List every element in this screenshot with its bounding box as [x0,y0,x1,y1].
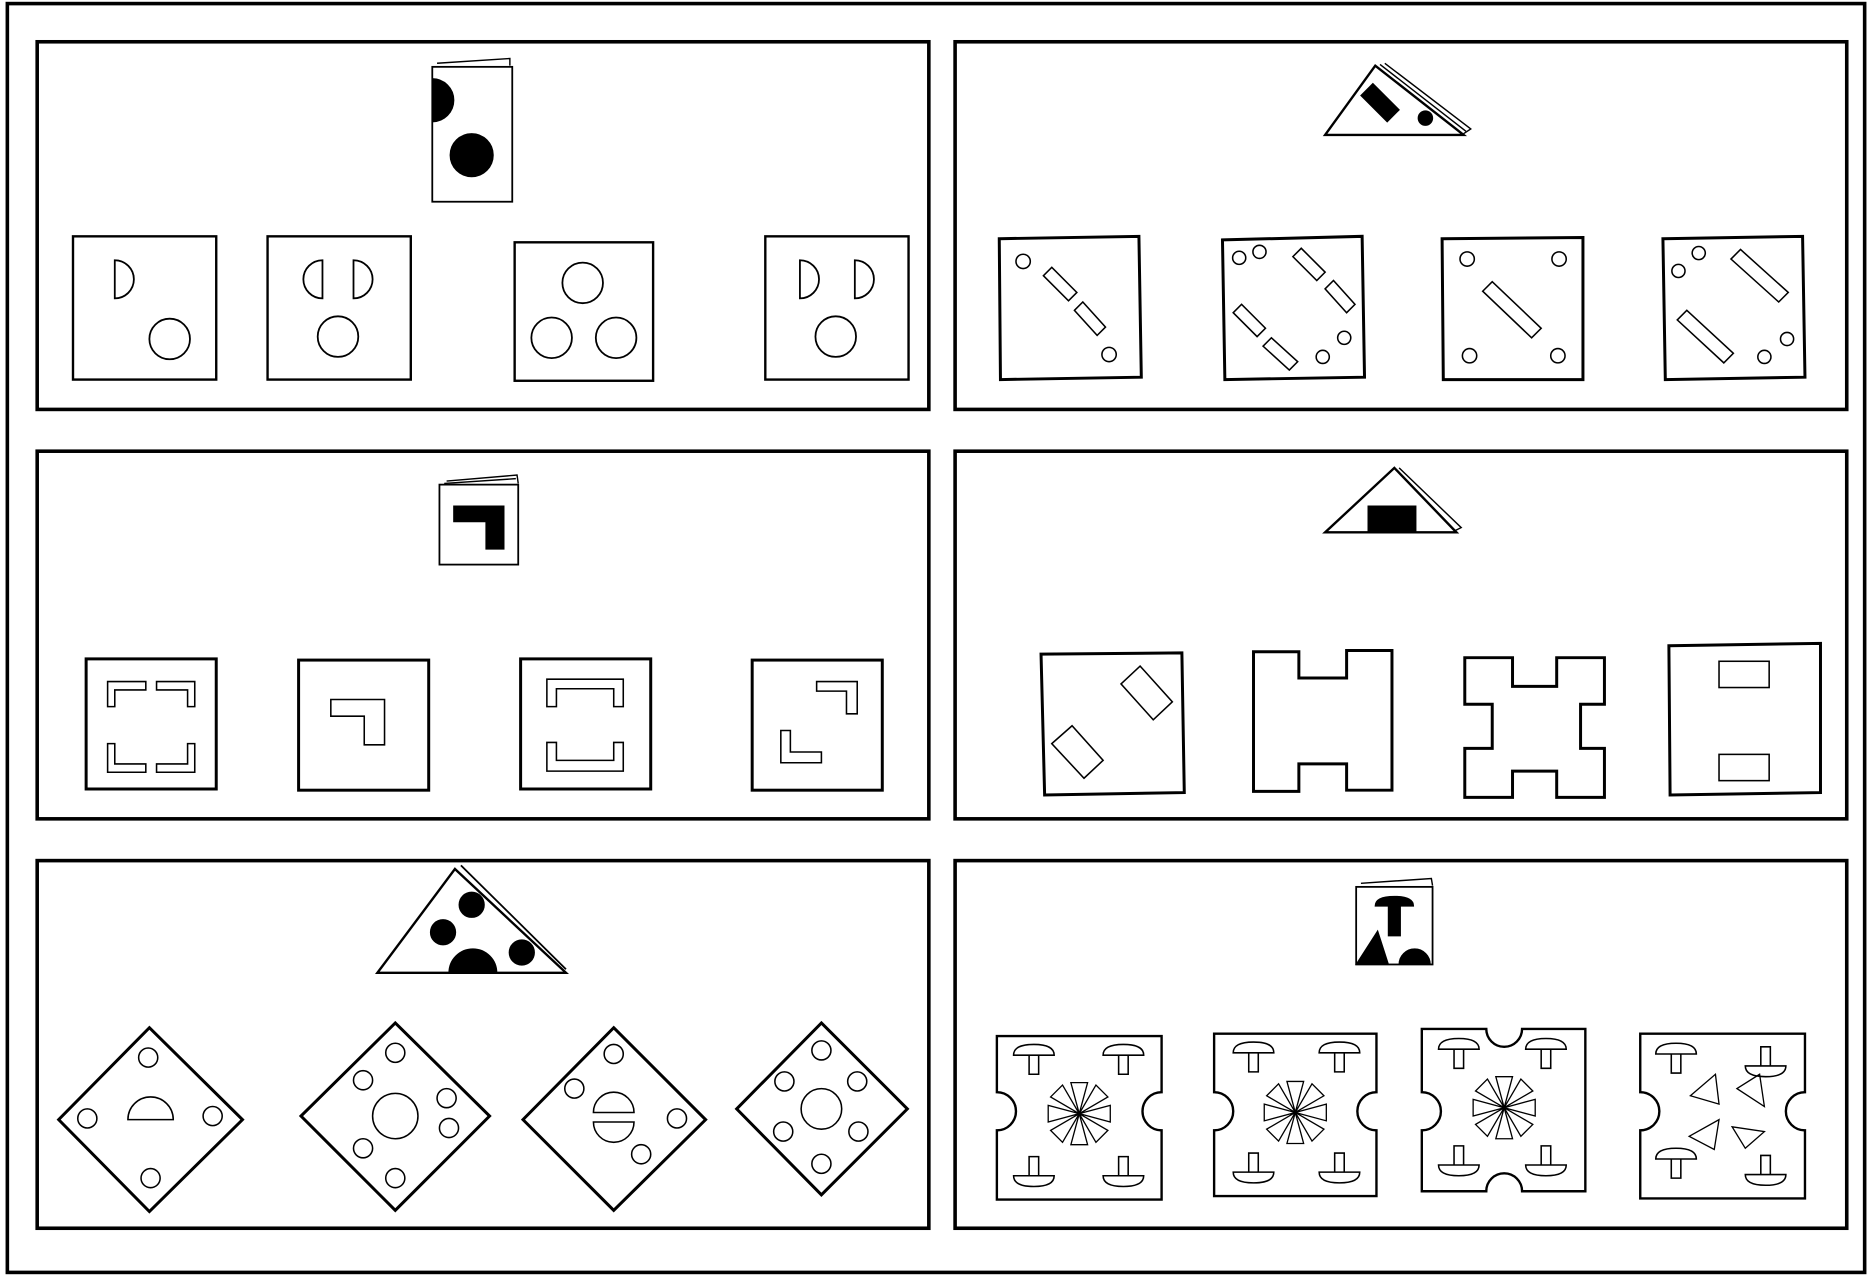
option-d[interactable] [1663,236,1805,379]
option-b[interactable] [268,236,411,379]
circle-punch [450,134,493,177]
mushroom-punch [1375,896,1413,935]
folded-paper-figure [1325,63,1471,135]
panel-frame [37,42,929,410]
puzzle-panel-3 [37,451,929,819]
option-a[interactable] [997,1036,1162,1200]
option-c[interactable] [515,242,653,380]
option-b[interactable] [299,660,429,790]
circle-punch [459,892,484,917]
panel-frame [955,42,1847,410]
paper-fold-edge [1361,879,1433,886]
option-d[interactable] [737,1023,908,1195]
corner-punch [454,506,504,549]
option-b[interactable] [301,1023,490,1210]
folded-paper-figure [432,58,512,201]
option-c[interactable] [523,1028,706,1211]
puzzle-panel-6 [955,861,1847,1229]
folded-paper-figure [1356,879,1432,965]
circle-punch [509,940,534,965]
option-b[interactable] [1214,1034,1376,1196]
folded-paper-figure [377,865,566,972]
option-c[interactable] [1442,238,1583,380]
paper-fold-edge [437,58,510,65]
option-a[interactable] [1041,653,1184,795]
option-a[interactable] [999,236,1141,379]
puzzle-panel-4 [955,451,1847,819]
option-a[interactable] [59,1028,243,1212]
triangle-punch [1356,931,1388,964]
folded-paper-figure [439,475,518,565]
half-circle-punch [1399,949,1430,965]
circle-punch [430,920,455,945]
half-circle-punch [449,949,497,973]
option-d[interactable] [752,660,882,790]
option-d[interactable] [765,236,908,379]
folded-paper [439,485,518,565]
puzzle-panel-5 [37,861,929,1229]
option-d[interactable] [1640,1034,1805,1199]
puzzle-panel-2 [955,42,1847,410]
option-d[interactable] [1669,643,1821,795]
bar-punch [1361,84,1399,122]
rectangle-punch [1368,506,1416,532]
puzzle-panel-1 [37,42,929,410]
option-b[interactable] [1222,236,1364,379]
folded-paper-figure [1325,468,1461,532]
panel-frame [37,861,929,1229]
option-a[interactable] [86,659,216,789]
dot-punch [1418,111,1432,125]
option-b[interactable] [1254,651,1392,792]
half-circle-punch [432,79,453,122]
option-c[interactable] [1465,658,1605,798]
option-a[interactable] [73,236,216,379]
option-c[interactable] [1422,1029,1586,1191]
option-c[interactable] [521,659,651,789]
